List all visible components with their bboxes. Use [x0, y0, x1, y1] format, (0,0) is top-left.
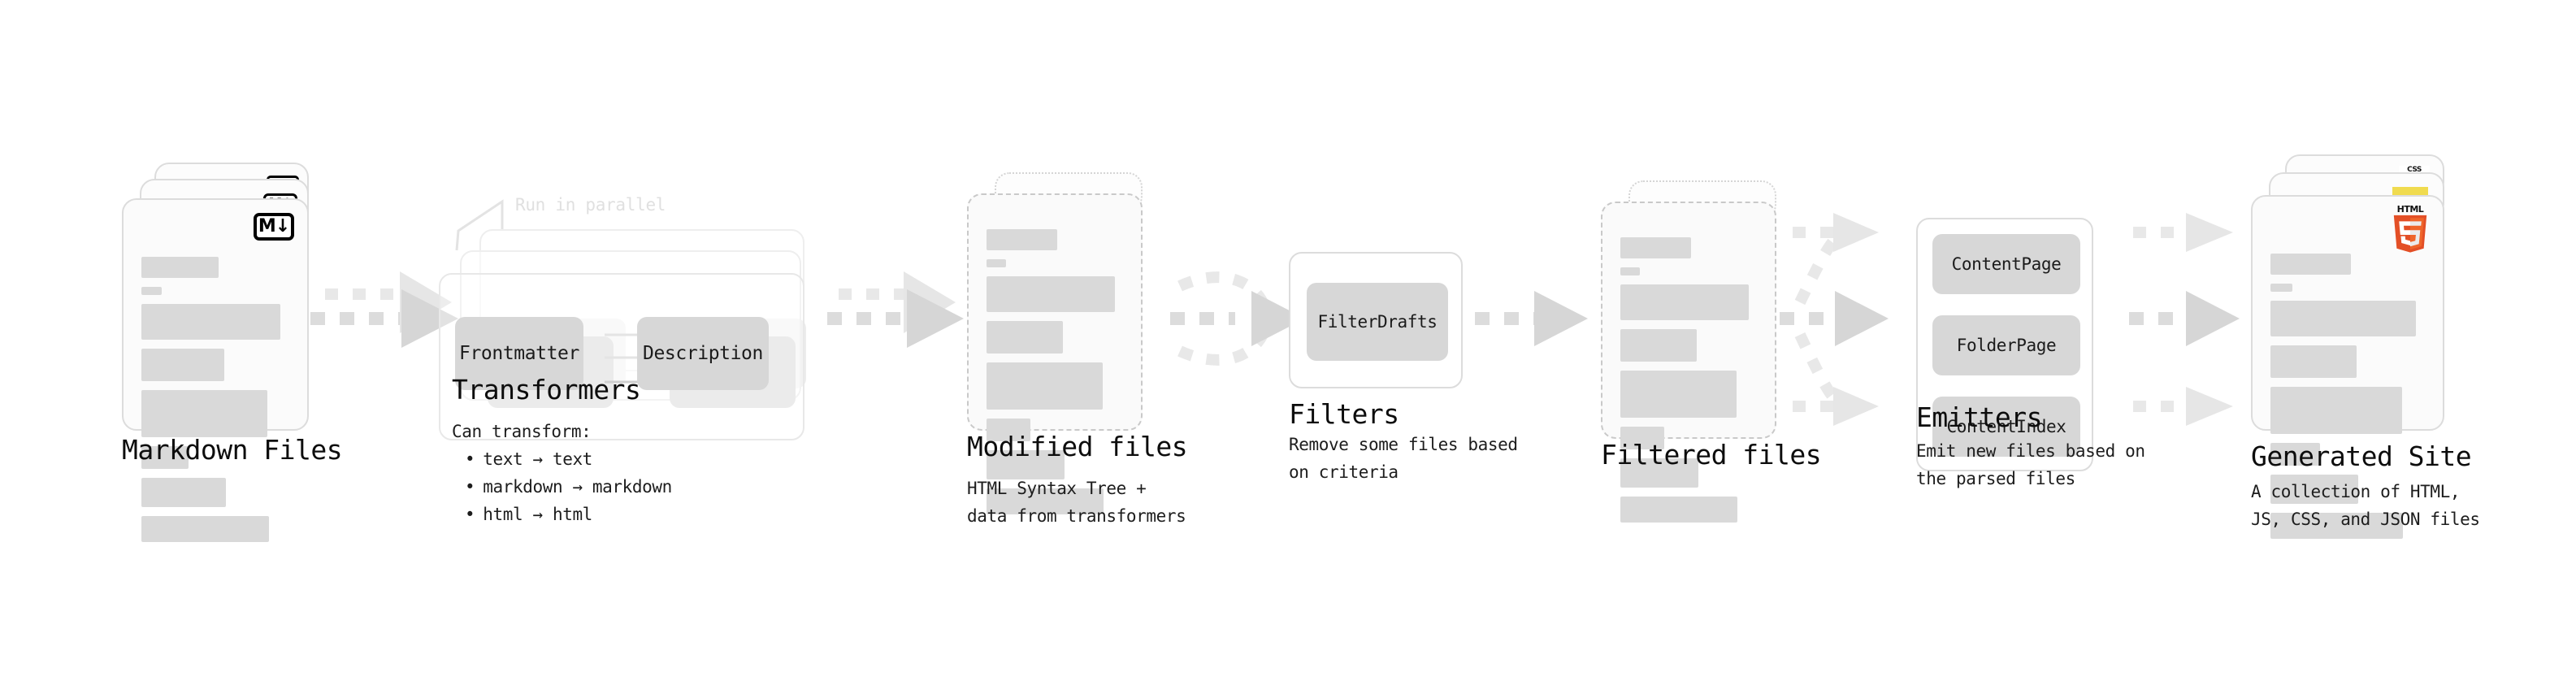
- transformers-stack: Frontmatter Description: [439, 229, 861, 440]
- filtered-card-front: [1601, 202, 1776, 523]
- emitters-title: Emitters: [1916, 401, 2042, 433]
- arrow-modified-to-filters: [1170, 271, 1305, 366]
- html5-badge: HTML: [2389, 205, 2431, 255]
- transformers-chip-description[interactable]: Description: [637, 317, 769, 390]
- transformers-bullets: text → text markdown → markdown html → h…: [465, 445, 672, 528]
- filters-box: FilterDrafts: [1289, 252, 1463, 388]
- emitters-chip-contentpage[interactable]: ContentPage: [1932, 234, 2080, 294]
- transformers-bullet-1: markdown → markdown: [465, 473, 672, 501]
- filters-title: Filters: [1289, 398, 1399, 430]
- transformers-bullet-2: html → html: [465, 501, 672, 528]
- markdown-files-stack: M↓ M↓ M↓: [122, 163, 333, 542]
- arrow-emitters-to-site: [2129, 213, 2240, 426]
- generated-site-title: Generated Site: [2251, 440, 2472, 472]
- transformers-subtitle: Can transform:: [452, 422, 592, 441]
- emitters-box: ContentPage FolderPage ContentIndex: [1916, 218, 2093, 471]
- markdown-card-front: M↓: [122, 198, 309, 542]
- html5-badge-label: HTML: [2396, 204, 2424, 215]
- markdown-placeholder-lines: [141, 257, 289, 551]
- generated-placeholder-lines: [2270, 254, 2425, 548]
- modified-card-front: [967, 193, 1143, 514]
- modified-placeholder-lines: [987, 229, 1123, 523]
- markdown-badge-front: M↓: [254, 213, 294, 241]
- filters-chip-filterdrafts[interactable]: FilterDrafts: [1307, 283, 1448, 361]
- filters-subtitle: Remove some files based on criteria: [1289, 435, 1518, 483]
- arrow-transformers-to-modified: [827, 271, 964, 348]
- arrow-markdown-to-transformers: [310, 271, 458, 348]
- generated-site-stack: CSS HTML: [2251, 154, 2478, 539]
- run-in-parallel-label: Run in parallel: [515, 195, 666, 215]
- modified-files-title: Modified files: [967, 431, 1188, 462]
- filtered-files-stack: [1601, 180, 1804, 523]
- arrow-filters-to-filtered: [1475, 291, 1588, 346]
- emitters-chip-contentindex[interactable]: ContentIndex: [1932, 397, 2080, 457]
- transformers-bullet-0: text → text: [465, 445, 672, 473]
- markdown-files-title: Markdown Files: [122, 434, 343, 466]
- transformers-title: Transformers: [452, 374, 641, 406]
- generated-card-front: HTML: [2251, 195, 2444, 539]
- arrow-filtered-to-emitters: [1780, 213, 1889, 426]
- modified-files-subtitle: HTML Syntax Tree + data from transformer…: [967, 479, 1186, 527]
- emitters-subtitle: Emit new files based on the parsed files: [1916, 441, 2145, 489]
- run-in-parallel-leader: [455, 199, 504, 251]
- transformers-chip-frontmatter[interactable]: Frontmatter: [455, 317, 583, 390]
- modified-files-stack: [967, 172, 1170, 514]
- emitters-chip-folderpage[interactable]: FolderPage: [1932, 315, 2080, 375]
- filtered-placeholder-lines: [1620, 237, 1757, 531]
- filtered-files-title: Filtered files: [1601, 439, 1822, 471]
- generated-site-subtitle: A collection of HTML, JS, CSS, and JSON …: [2251, 482, 2480, 530]
